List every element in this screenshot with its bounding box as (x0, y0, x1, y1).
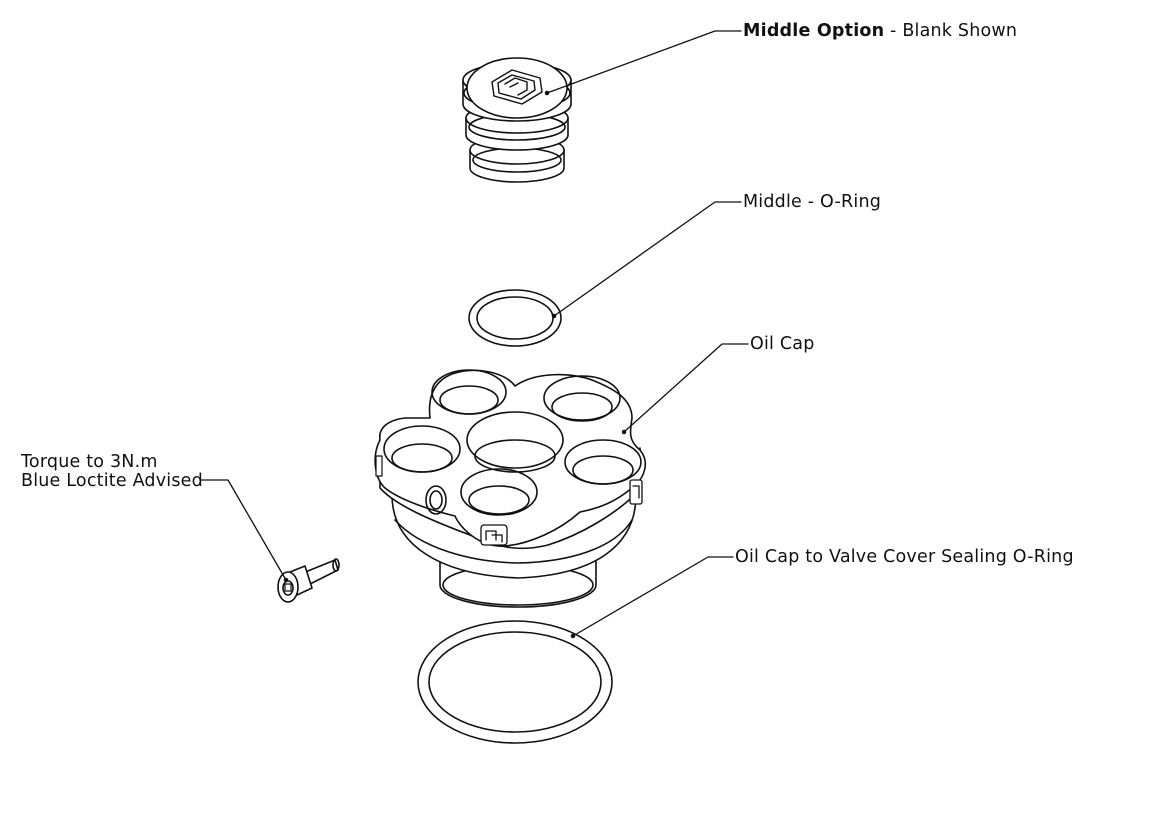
leader-lines (199, 30, 749, 639)
middle-o-ring (468, 289, 562, 347)
middle-option-label-bold: Middle Option (743, 21, 885, 41)
brand-logo-mark (491, 69, 543, 105)
middle-option-label-rest: - Blank Shown (884, 21, 1018, 41)
bolt-note-line-2: Blue Loctite Advised (21, 471, 203, 491)
retaining-bolt (277, 558, 340, 603)
sealing-o-ring-label: Oil Cap to Valve Cover Sealing O-Ring (735, 547, 1074, 567)
sealing-o-ring (417, 620, 613, 744)
middle-option-plug (462, 57, 572, 183)
middle-o-ring-label: Middle - O-Ring (743, 192, 882, 212)
bolt-note-line-1: Torque to 3N.m (21, 452, 158, 472)
oil-cap-body (374, 369, 647, 608)
cap-edge-logo (629, 479, 643, 505)
bolt-note-label: Torque to 3N.m Blue Loctite Advised (21, 453, 203, 491)
oil-cap-label: Oil Cap (750, 334, 815, 354)
middle-option-label: Middle Option - Blank Shown (743, 22, 1017, 41)
cap-side-logo (480, 524, 508, 546)
